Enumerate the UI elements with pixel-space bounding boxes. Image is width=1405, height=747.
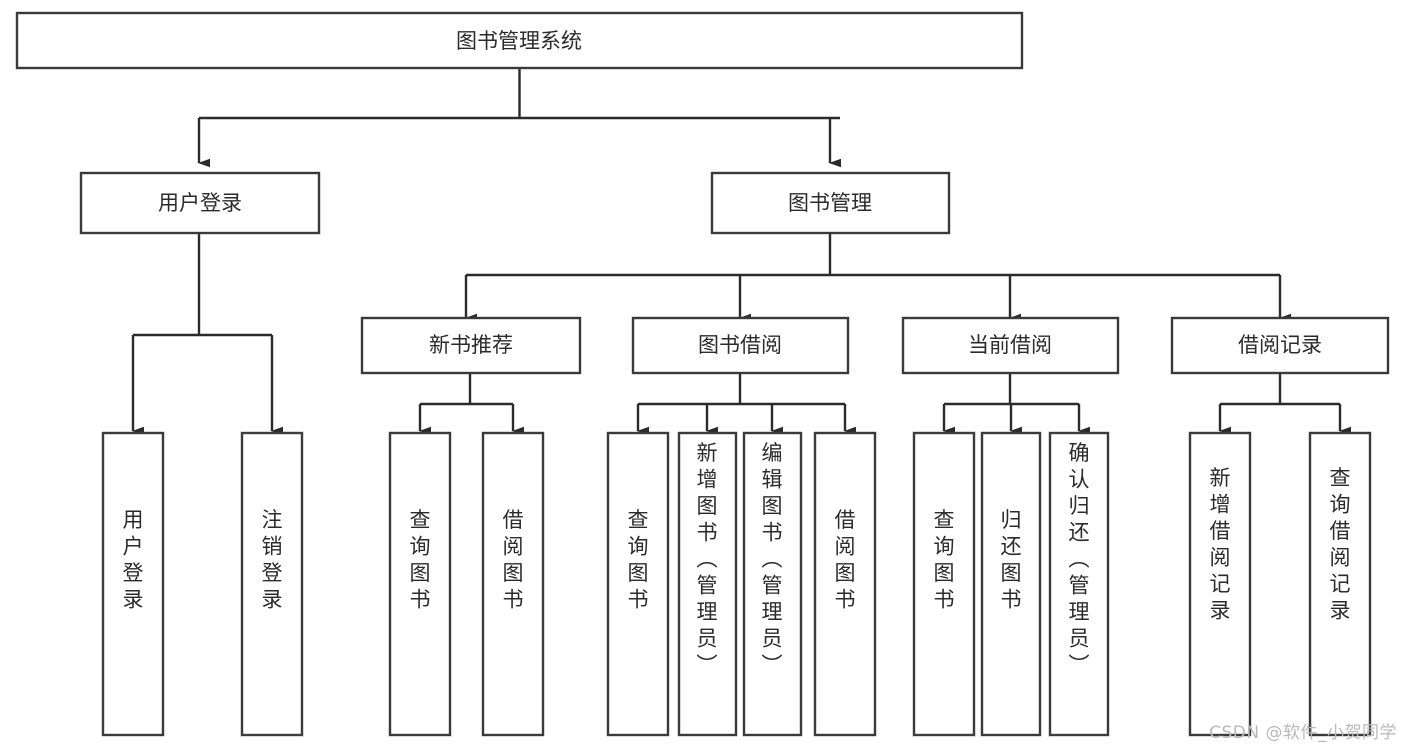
leaf-borrow-record-1-label: 新增借阅记录 — [1210, 466, 1231, 623]
leaf-new-book-2[interactable]: 借阅图书 — [481, 431, 545, 737]
node-user-login-label: 用户登录 — [158, 191, 242, 215]
leaf-book-borrow-3-box[interactable] — [742, 431, 803, 737]
node-borrow-record[interactable]: 借阅记录 — [1170, 316, 1390, 375]
leaf-book-borrow-4-label: 借阅图书 — [835, 508, 856, 612]
node-user-login-box[interactable] — [79, 171, 321, 235]
node-book-management[interactable]: 图书管理 — [710, 171, 951, 235]
node-book-borrow-box[interactable] — [631, 316, 850, 375]
node-user-login[interactable]: 用户登录 — [79, 171, 321, 235]
node-book-borrow[interactable]: 图书借阅 — [631, 316, 850, 375]
leaf-current-borrow-2-label: 归还图书 — [1001, 508, 1022, 612]
leaf-borrow-record-1[interactable]: 新增借阅记录 — [1188, 431, 1252, 737]
leaf-book-borrow-1-box[interactable] — [606, 431, 670, 737]
leaf-current-borrow-1-label: 查询图书 — [934, 508, 955, 612]
leaf-new-book-1[interactable]: 查询图书 — [388, 431, 452, 737]
csdn-watermark: CSDN @软件_小贺同学 — [1209, 723, 1397, 743]
leaf-book-borrow-1-label: 查询图书 — [628, 508, 649, 612]
leaf-user-login-2-label: 注销登录 — [262, 508, 283, 612]
leaf-current-borrow-1[interactable]: 查询图书 — [912, 431, 976, 737]
leaf-new-book-2-box[interactable] — [481, 431, 545, 737]
leaf-borrow-record-2-label: 查询借阅记录 — [1330, 466, 1351, 623]
leaf-book-borrow-4[interactable]: 借阅图书 — [813, 431, 877, 737]
leaf-current-borrow-2[interactable]: 归还图书 — [980, 431, 1042, 737]
leaf-new-book-2-label: 借阅图书 — [503, 508, 524, 612]
leaf-book-borrow-4-box[interactable] — [813, 431, 877, 737]
connector-group-current-borrow — [942, 373, 1090, 436]
connector-group-new-book — [418, 373, 524, 436]
leaf-current-borrow-3-label: 确认归还︵管理员︶ — [1069, 441, 1090, 677]
leaf-user-login-1-label: 用户登录 — [123, 508, 144, 612]
leaf-borrow-record-1-box[interactable] — [1188, 431, 1252, 737]
connector-group-root — [197, 68, 841, 168]
leaf-book-borrow-2-box[interactable] — [677, 431, 738, 737]
node-root-box[interactable] — [15, 11, 1024, 70]
node-new-book-recommend-label: 新书推荐 — [429, 333, 513, 357]
leaf-current-borrow-1-box[interactable] — [912, 431, 976, 737]
node-book-management-label: 图书管理 — [788, 191, 872, 215]
node-current-borrow-label: 当前借阅 — [968, 333, 1052, 357]
leaf-borrow-record-2-box[interactable] — [1308, 431, 1372, 737]
node-borrow-record-label: 借阅记录 — [1238, 333, 1322, 357]
leaf-new-book-1-label: 查询图书 — [410, 508, 431, 612]
node-root[interactable]: 图书管理系统 — [15, 11, 1024, 70]
leaf-book-borrow-3-label: 编辑图书︵管理员︶ — [762, 441, 783, 677]
leaf-new-book-1-box[interactable] — [388, 431, 452, 737]
node-borrow-record-box[interactable] — [1170, 316, 1390, 375]
node-current-borrow[interactable]: 当前借阅 — [901, 316, 1120, 375]
leaf-current-borrow-2-box[interactable] — [980, 431, 1042, 737]
leaf-book-borrow-3[interactable]: 编辑图书︵管理员︶ — [742, 431, 803, 737]
connector-group-user-login — [131, 233, 283, 436]
leaf-book-borrow-2[interactable]: 新增图书︵管理员︶ — [677, 431, 738, 737]
node-new-book-recommend-box[interactable] — [360, 316, 582, 375]
leaf-current-borrow-3[interactable]: 确认归还︵管理员︶ — [1048, 431, 1110, 737]
node-book-borrow-label: 图书借阅 — [698, 333, 782, 357]
leaf-current-borrow-3-box[interactable] — [1048, 431, 1110, 737]
connector-group-book-borrow — [636, 373, 856, 436]
leaf-user-login-1-box[interactable] — [101, 431, 165, 737]
node-root-label: 图书管理系统 — [456, 29, 582, 53]
node-current-borrow-box[interactable] — [901, 316, 1120, 375]
connector-group-book-mgmt — [464, 233, 1291, 323]
leaf-user-login-1[interactable]: 用户登录 — [101, 431, 165, 737]
leaf-user-login-2[interactable]: 注销登录 — [240, 431, 304, 737]
node-book-management-box[interactable] — [710, 171, 951, 235]
node-new-book-recommend[interactable]: 新书推荐 — [360, 316, 582, 375]
connector-group-borrow-record — [1218, 373, 1351, 436]
leaf-book-borrow-1[interactable]: 查询图书 — [606, 431, 670, 737]
leaf-borrow-record-2[interactable]: 查询借阅记录 — [1308, 431, 1372, 737]
leaf-book-borrow-2-label: 新增图书︵管理员︶ — [697, 441, 718, 677]
leaf-user-login-2-box[interactable] — [240, 431, 304, 737]
